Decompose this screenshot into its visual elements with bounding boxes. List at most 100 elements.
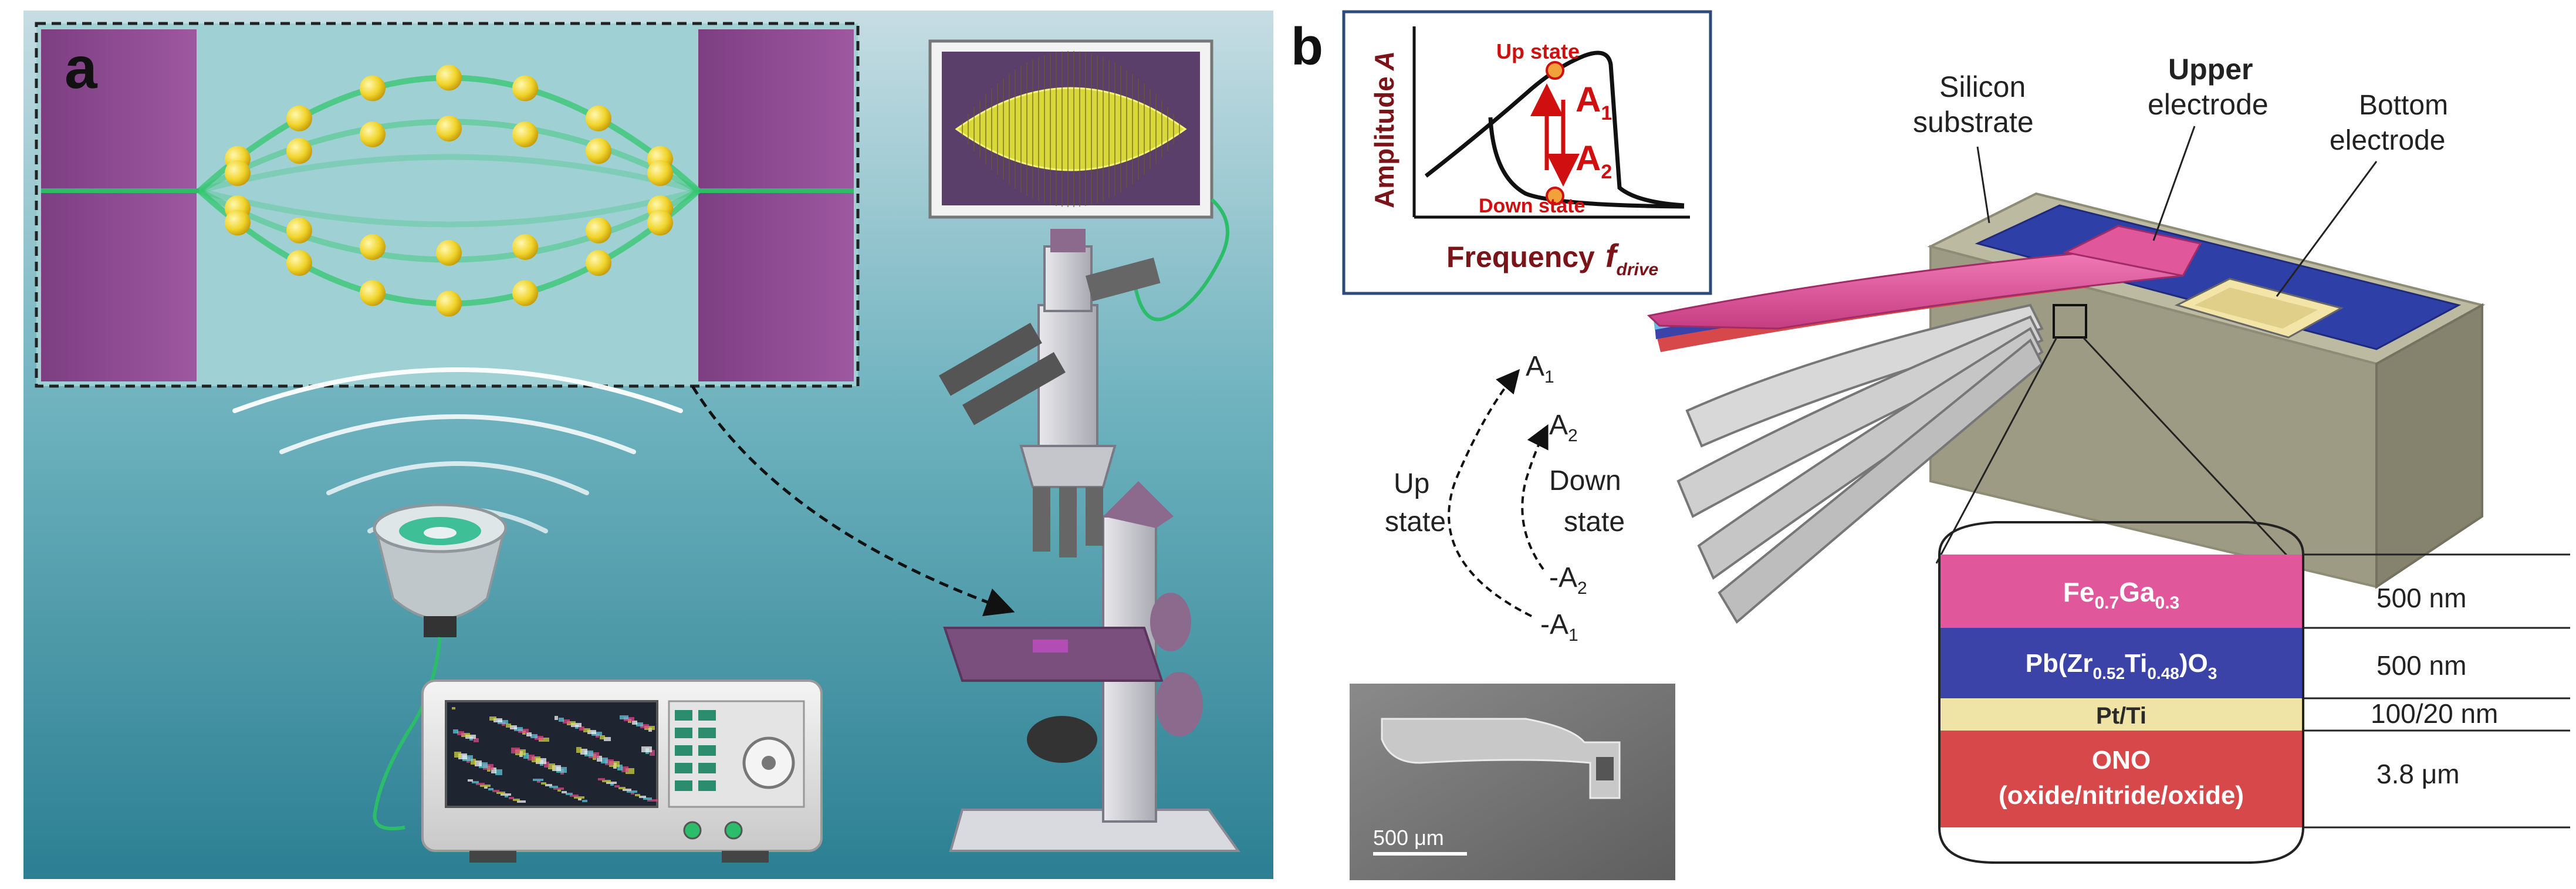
zoom-line-right — [2082, 336, 2296, 565]
upper-branch-curve — [1424, 50, 1685, 208]
thickness-pzt: 500 nm — [2376, 650, 2466, 681]
panel-a: a — [23, 11, 1273, 879]
bead — [225, 209, 251, 236]
up-state-marker — [1546, 61, 1564, 80]
inset-a1-label: A1 — [1576, 80, 1612, 124]
inset-graph-frame — [1342, 10, 1712, 295]
down-state-marker — [1546, 187, 1564, 205]
cantilever — [1647, 225, 2202, 352]
display-cable — [1134, 198, 1229, 322]
state-a1-label: A1 — [1526, 351, 1554, 387]
layer-fega — [1939, 555, 2303, 628]
thickness-ono: 3.8 μm — [2376, 759, 2460, 789]
silicon-leader — [1976, 146, 1990, 224]
bead — [586, 217, 611, 244]
bead — [512, 121, 538, 148]
layer-stack-outline — [1938, 555, 2304, 864]
bead — [360, 234, 386, 260]
inset-y-label: AmplitudeA — [1369, 51, 1399, 208]
cantilever-deflections — [1676, 303, 2044, 624]
bead — [586, 105, 611, 131]
upper-electrode-leader — [2152, 126, 2196, 241]
microscope-stage — [943, 627, 1164, 682]
state-diagram: A1 A2 Up state Down state -A2 -A1 — [1385, 351, 1625, 645]
up-state-label: Up state — [1496, 39, 1580, 63]
bead — [360, 280, 386, 306]
zoom-box — [2053, 304, 2087, 339]
thickness-fega: 500 nm — [2376, 583, 2466, 613]
down-state-line2: state — [1564, 506, 1625, 538]
string-inset-border — [35, 22, 860, 388]
bead — [586, 138, 611, 164]
down-state-line1: Down — [1549, 465, 1621, 496]
panel-a-label: a — [65, 35, 98, 101]
beads-layer — [225, 65, 673, 317]
right-clamp — [698, 29, 854, 381]
bead — [286, 138, 312, 164]
bead — [360, 75, 386, 102]
panel-b: b Up state Down state A1 A2 AmplitudeA F… — [1291, 10, 2570, 880]
upper-electrode-label-line1: Upper — [2168, 53, 2253, 86]
state-neg-a2-label: -A2 — [1549, 562, 1587, 598]
silicon-substrate — [1927, 192, 2486, 589]
microscope — [939, 229, 1240, 852]
inset-graph: Up state Down state A1 A2 AmplitudeA Fre… — [1342, 10, 1712, 295]
layer-pzt — [1939, 628, 2303, 698]
zoom-connector — [691, 385, 1015, 617]
bead — [436, 239, 462, 266]
layer-ono-label: ONO — [2092, 746, 2151, 775]
bead — [512, 280, 538, 306]
bottom-electrode-leader — [2276, 161, 2378, 297]
up-state-line1: Up — [1394, 468, 1429, 499]
bead — [436, 116, 462, 142]
bead — [286, 250, 312, 276]
display-waveform — [955, 87, 1187, 171]
display-monitor — [928, 39, 1213, 219]
string-inset — [35, 22, 860, 388]
speaker — [373, 503, 508, 637]
layer-stack: Fe0.7Ga0.3 Pb(Zr0.52Ti0.48)O3 Pt/Ti ONO … — [1938, 521, 2570, 864]
silicon-label-line2: substrate — [1913, 106, 2034, 138]
panel-b-label: b — [1291, 18, 1323, 76]
left-clamp — [41, 29, 197, 381]
layer-ono — [1939, 731, 2303, 827]
sem-scale-label: 500 μm — [1373, 826, 1444, 850]
bottom-electrode-label-line2: electrode — [2330, 125, 2445, 156]
bead — [512, 234, 538, 260]
bead — [286, 217, 312, 244]
state-a2-label: A2 — [1549, 410, 1578, 445]
generator-screen-noise — [452, 707, 658, 803]
layer-pt-ti-label: Pt/Ti — [2096, 703, 2146, 729]
bead — [436, 290, 462, 317]
bead — [647, 209, 673, 236]
layer-ono-sublabel: (oxide/nitride/oxide) — [1999, 781, 2244, 810]
layer-pt-ti — [1939, 698, 2303, 731]
down-state-label: Down state — [1479, 195, 1585, 217]
sem-device — [1381, 718, 1621, 799]
signal-generator — [421, 680, 823, 863]
zoom-line-left — [1935, 337, 2058, 564]
bottom-electrode-label-line1: Bottom — [2359, 90, 2448, 121]
down-state-arc — [1521, 424, 1549, 570]
display-waveform-lines — [962, 51, 1180, 207]
state-neg-a1-label: -A1 — [1540, 609, 1578, 645]
bead — [586, 250, 611, 276]
thickness-pt-ti: 100/20 nm — [2371, 698, 2498, 729]
lower-branch-curve — [1488, 117, 1685, 209]
bead — [360, 121, 386, 148]
bead — [436, 65, 462, 91]
thickness-ticks — [2303, 553, 2570, 829]
upper-electrode-label-line2: electrode — [2148, 88, 2269, 121]
bead — [225, 160, 251, 187]
generator-buttons — [675, 710, 716, 791]
sem-image: 500 μm — [1350, 684, 1675, 880]
up-state-line2: state — [1385, 506, 1446, 538]
bead — [647, 160, 673, 187]
sem-background — [1350, 684, 1675, 880]
inset-a2-label: A2 — [1576, 138, 1612, 183]
bead — [512, 75, 538, 102]
layer-fega-label: Fe0.7Ga0.3 — [2063, 577, 2180, 613]
up-state-arc — [1448, 369, 1532, 617]
layer-pzt-label: Pb(Zr0.52Ti0.48)O3 — [2026, 649, 2217, 682]
